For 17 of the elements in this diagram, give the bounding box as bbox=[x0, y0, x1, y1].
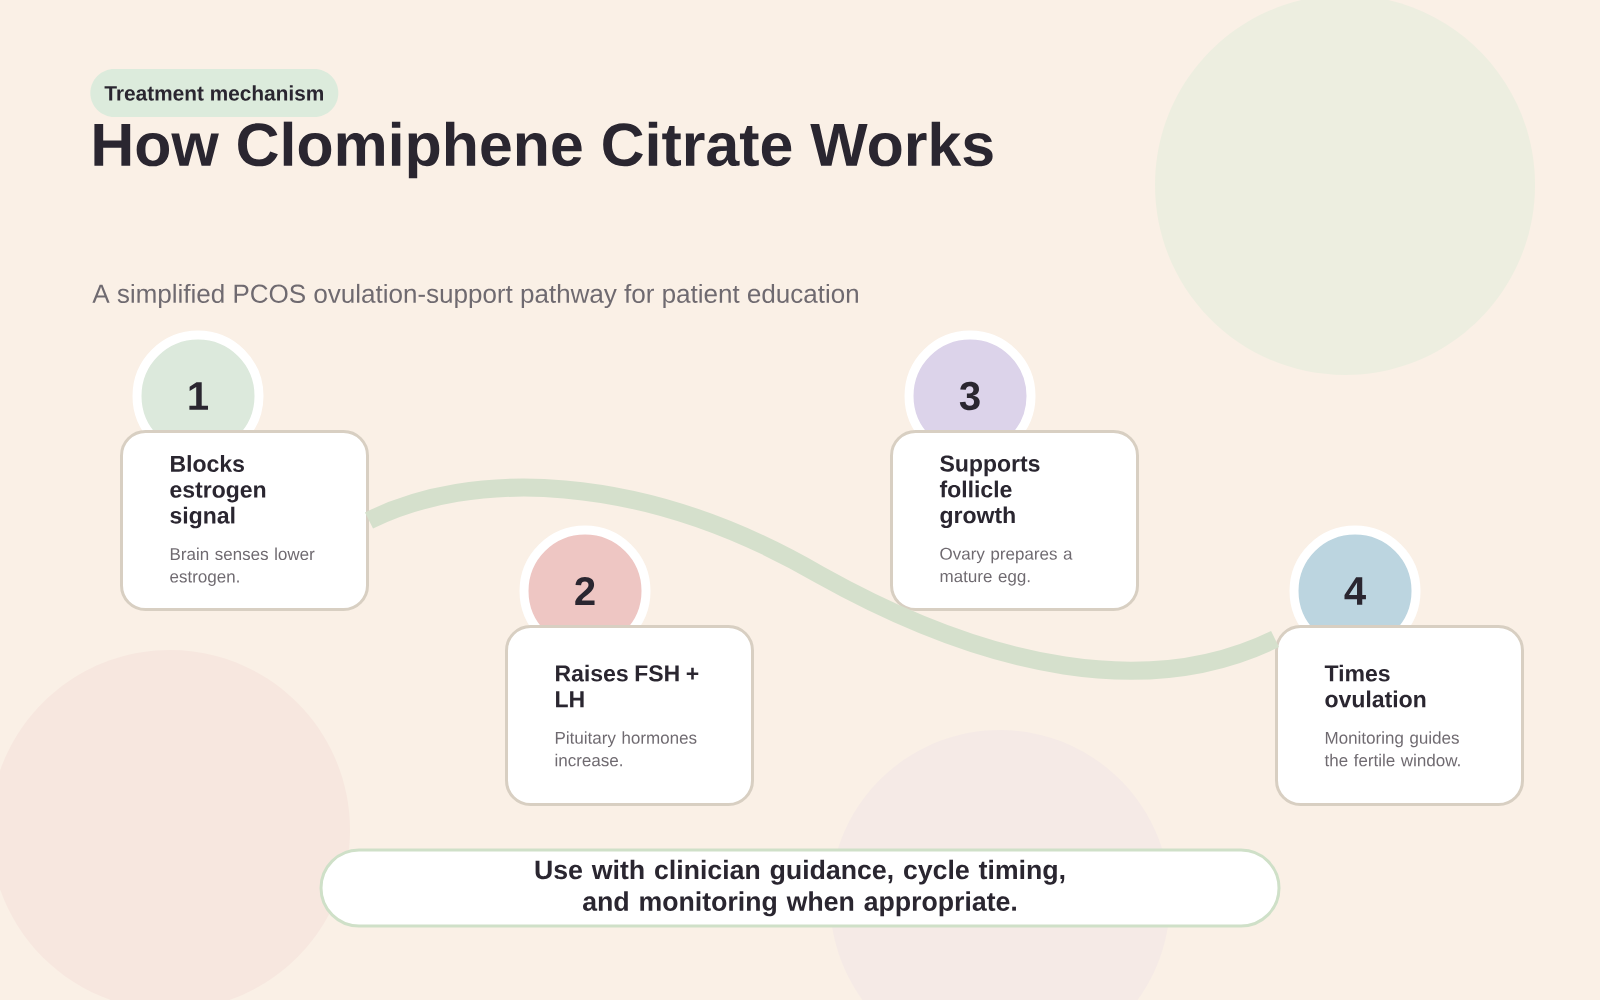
step-title: Blocks estrogen signal bbox=[170, 455, 266, 529]
step-card bbox=[1275, 625, 1524, 806]
step-title: Times ovulation bbox=[1324, 664, 1426, 708]
step-description: Pituitary hormones increase. bbox=[555, 731, 697, 767]
connector-line bbox=[365, 478, 1279, 680]
step-title: Raises FSH + LH bbox=[556, 664, 699, 708]
step-card bbox=[120, 430, 369, 611]
note-banner: Use with clinician guidance, cycle timing, and monitoring when appropriate. bbox=[319, 848, 1281, 928]
step-title: Supports follicle growth bbox=[939, 455, 1040, 528]
step-card bbox=[890, 430, 1139, 611]
tag-pill: Treatment mechanism bbox=[90, 69, 339, 117]
title: How Clomiphene Citrate Works bbox=[94, 121, 993, 179]
step-card bbox=[505, 625, 754, 806]
step-description: Monitoring guides the fertile window. bbox=[1324, 731, 1460, 767]
step-description: Brain senses lower estrogen. bbox=[170, 547, 315, 586]
subtitle: A simplified PCOS ovulation-support pathway for patient education bbox=[92, 283, 858, 309]
step-description: Ovary prepares a mature egg. bbox=[940, 547, 1073, 586]
